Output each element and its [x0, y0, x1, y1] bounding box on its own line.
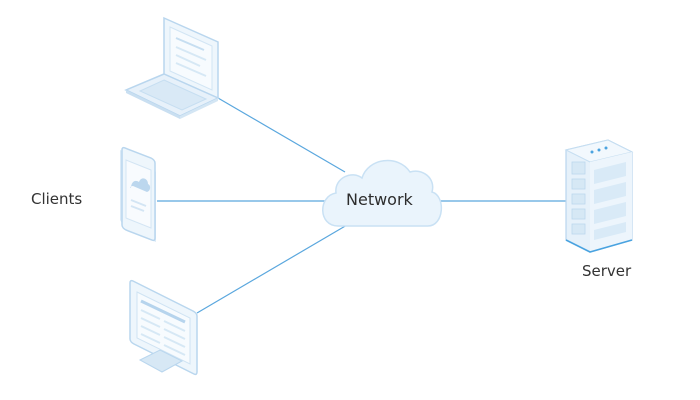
laptop-icon: [124, 16, 220, 119]
connector-desktop-network: [196, 224, 348, 314]
cloud-icon: [322, 159, 442, 227]
desktop-monitor-icon: [129, 279, 198, 376]
server-label: Server: [582, 262, 632, 280]
server-rack-icon: [564, 139, 634, 253]
connector-laptop-network: [217, 97, 346, 173]
phone-icon: [120, 146, 156, 242]
clients-label: Clients: [31, 190, 83, 208]
connectors: [157, 97, 566, 314]
network-label: Network: [346, 190, 413, 209]
